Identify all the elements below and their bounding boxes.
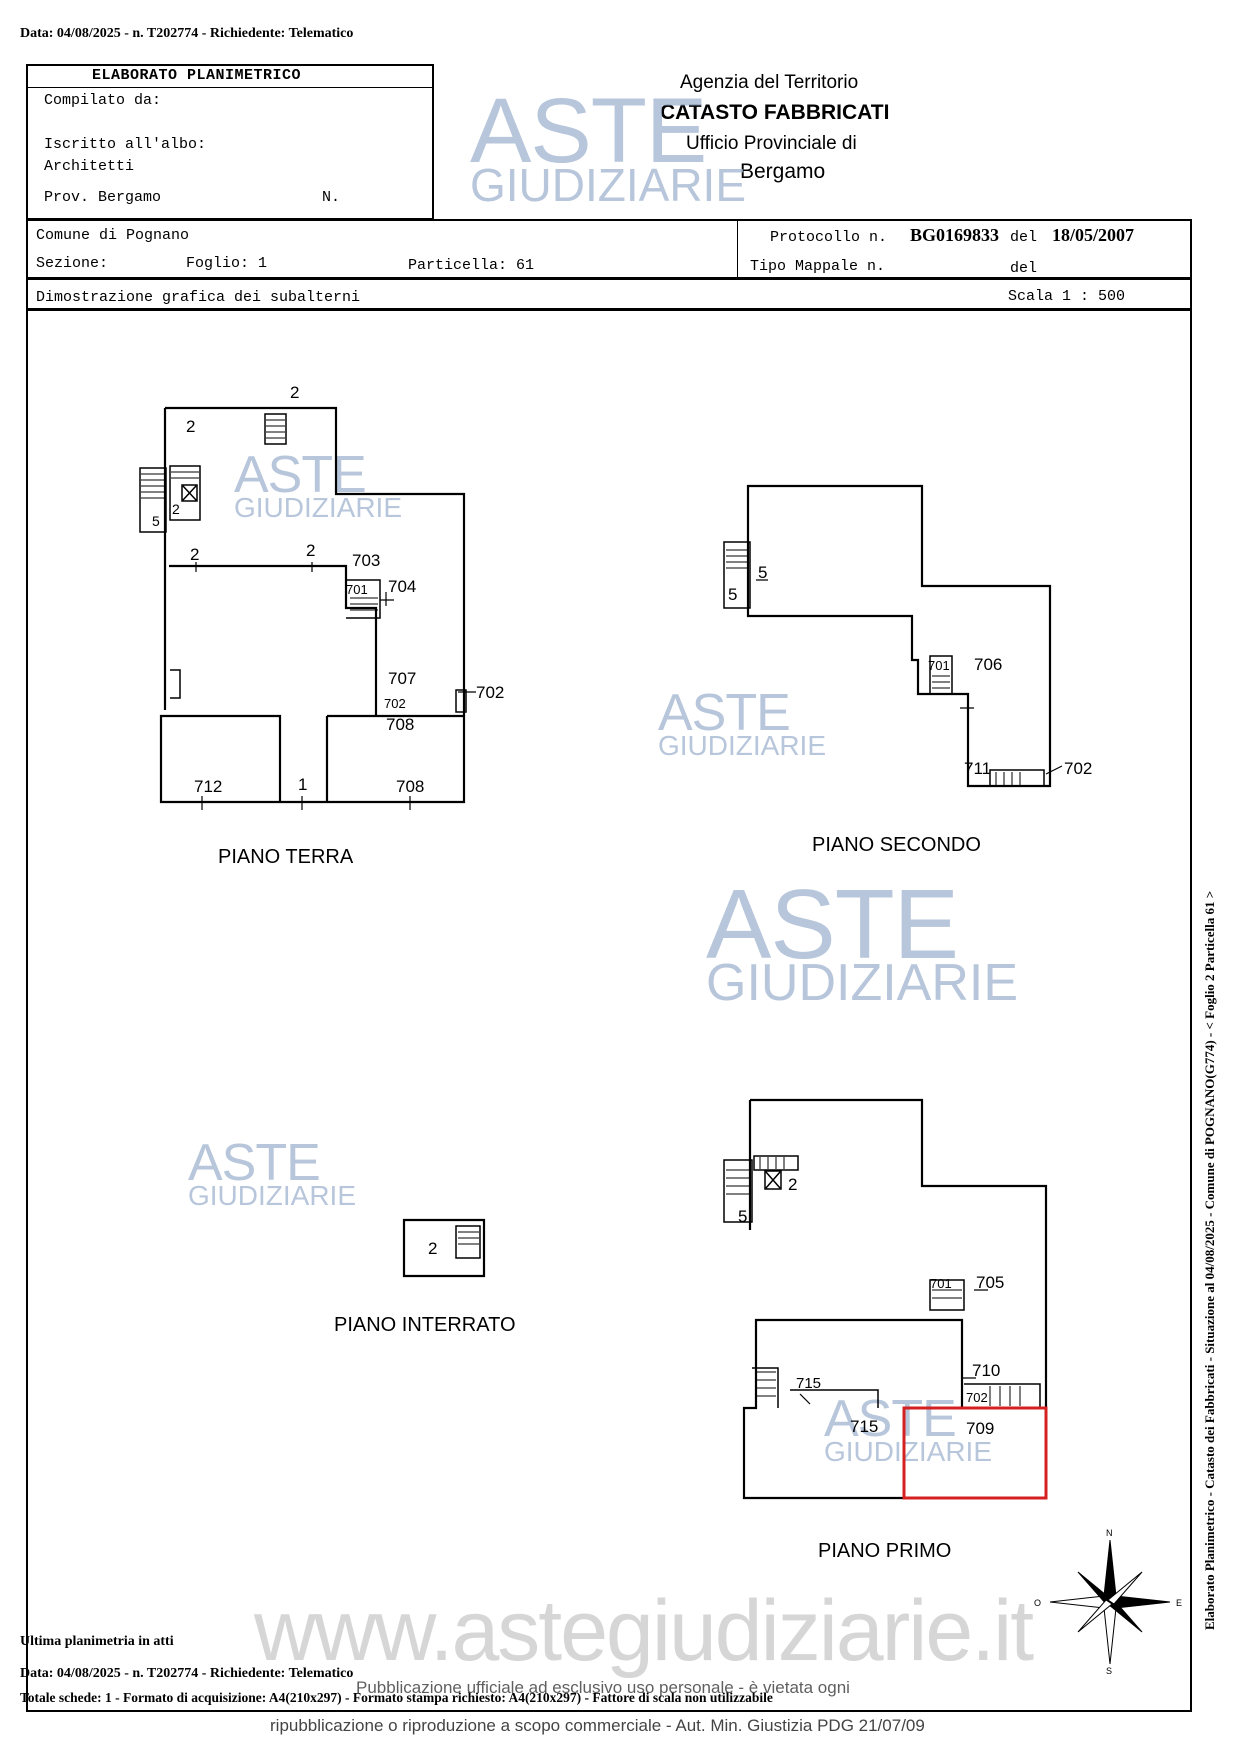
del-label-2: del (1010, 260, 1038, 277)
secondo-stair-bottom (989, 769, 1045, 787)
p_701: 701 (930, 1276, 952, 1291)
t_1: 1 (298, 775, 307, 794)
primo-lift (764, 1170, 782, 1190)
compass-s: S (1106, 1666, 1112, 1676)
p_715a: 715 (796, 1375, 821, 1392)
t_5: 5 (152, 513, 160, 529)
side-vertical-text: Elaborato Planimetrico - Catasto dei Fab… (1202, 890, 1217, 1630)
terra-notch (170, 669, 181, 699)
header-request-info: Data: 04/08/2025 - n. T202774 - Richiede… (20, 26, 354, 41)
bottom-request-info: Data: 04/08/2025 - n. T202774 - Richiede… (20, 1666, 354, 1681)
primo-stair-mid (929, 1279, 965, 1311)
terra-stair-block (169, 465, 201, 521)
t_712: 712 (194, 777, 222, 796)
terra-outline (159, 406, 466, 804)
primo-stair-top (753, 1155, 799, 1171)
primo-stair-bottom-right (964, 1383, 1041, 1408)
s_706: 706 (974, 655, 1002, 674)
t_701: 701 (346, 582, 368, 597)
tipo-mappale-label: Tipo Mappale n. (750, 258, 886, 275)
p_715b: 715 (850, 1417, 878, 1436)
p_709: 709 (966, 1419, 994, 1438)
scala-label: Scala 1 : 500 (1008, 288, 1126, 305)
terra-stair-top (264, 413, 287, 445)
iscritto-label: Iscritto all'albo: (44, 136, 207, 153)
t_2e: 2 (306, 541, 315, 560)
left-box-divider (26, 87, 434, 88)
t_707: 707 (388, 669, 416, 688)
ufficio-city: Bergamo (740, 160, 826, 183)
protocollo-label: Protocollo n. (770, 229, 888, 246)
ultima-planimetria: Ultima planimetria in atti (20, 1634, 174, 1649)
p_705: 705 (976, 1273, 1004, 1292)
footer-line2: ripubblicazione o riproduzione a scopo c… (270, 1716, 925, 1735)
t_708a: 708 (386, 715, 414, 734)
highlight-709 (902, 1406, 1048, 1500)
i_2: 2 (428, 1239, 437, 1258)
totale-schede: Totale schede: 1 - Formato di acquisizio… (20, 1690, 773, 1705)
site-watermark: www.astegiudiziarie.it (254, 1583, 1034, 1679)
ufficio-provinciale: Ufficio Provinciale di (686, 133, 857, 154)
t_702a: 702 (476, 683, 504, 702)
catasto-fabbricati: CATASTO FABBRICATI (660, 101, 890, 124)
secondo-stair-left (723, 541, 751, 609)
t_2c: 2 (172, 501, 180, 517)
sezione-label: Sezione: (36, 255, 109, 272)
terra-lift (181, 484, 198, 502)
del-label-1: del (1010, 229, 1038, 246)
terra-stair-left (139, 467, 167, 533)
floor-label-secondo: PIANO SECONDO (812, 834, 981, 856)
t_2a: 2 (290, 383, 299, 402)
floor-label-interrato: PIANO INTERRATO (334, 1314, 516, 1336)
p_2: 2 (788, 1175, 797, 1194)
interrato-stair (455, 1225, 481, 1259)
s_711: 711 (964, 759, 991, 778)
compass-o: O (1034, 1598, 1041, 1608)
s_5b: 5 (728, 585, 737, 604)
primo-outline (742, 1098, 1048, 1500)
agency-name: Agenzia del Territorio (680, 72, 859, 93)
drawing-frame (26, 309, 1192, 1712)
compass-rose-icon: N E S O (1034, 1528, 1182, 1676)
n-label: N. (322, 189, 341, 206)
info-box-divider (737, 219, 738, 279)
compilato-label: Compilato da: (44, 92, 162, 109)
floor-label-terra: PIANO TERRA (218, 846, 354, 868)
terra-stair-center (346, 579, 381, 619)
s_701: 701 (928, 658, 950, 673)
t_704: 704 (388, 577, 416, 596)
compass-n: N (1106, 1528, 1113, 1538)
t_2d: 2 (190, 545, 199, 564)
albo-value: Architetti (44, 158, 135, 175)
foglio-label: Foglio: 1 (186, 255, 268, 272)
primo-stair-left (723, 1159, 753, 1223)
primo-balcony (790, 1389, 879, 1408)
secondo-stair-mid (929, 655, 953, 695)
protocollo-date: 18/05/2007 (1052, 225, 1135, 245)
p_5: 5 (738, 1207, 747, 1226)
terra-door-right (455, 689, 467, 713)
t_703: 703 (352, 551, 380, 570)
p_710: 710 (972, 1361, 1000, 1380)
particella-label: Particella: 61 (408, 257, 535, 274)
footer-line1: Pubblicazione ufficiale ad esclusivo uso… (356, 1678, 850, 1697)
interrato-outline (402, 1218, 486, 1278)
t_708b: 708 (396, 777, 424, 796)
s_5a: 5 (758, 563, 767, 582)
s_702: 702 (1064, 759, 1092, 778)
prov-label: Prov. Bergamo (44, 189, 162, 206)
protocollo-number: BG0169833 (910, 225, 1000, 245)
t_702b: 702 (384, 696, 406, 711)
primo-stair-bottom-left (752, 1367, 779, 1408)
compass-e: E (1176, 1598, 1182, 1608)
t_2b: 2 (186, 417, 195, 436)
comune-label: Comune di Pognano (36, 227, 190, 244)
secondo-outline (746, 484, 1052, 788)
elaborato-title: ELABORATO PLANIMETRICO (92, 67, 302, 84)
floor-label-primo: PIANO PRIMO (818, 1540, 952, 1562)
p_702: 702 (966, 1390, 988, 1405)
dimostrazione-label: Dimostrazione grafica dei subalterni (36, 289, 361, 306)
